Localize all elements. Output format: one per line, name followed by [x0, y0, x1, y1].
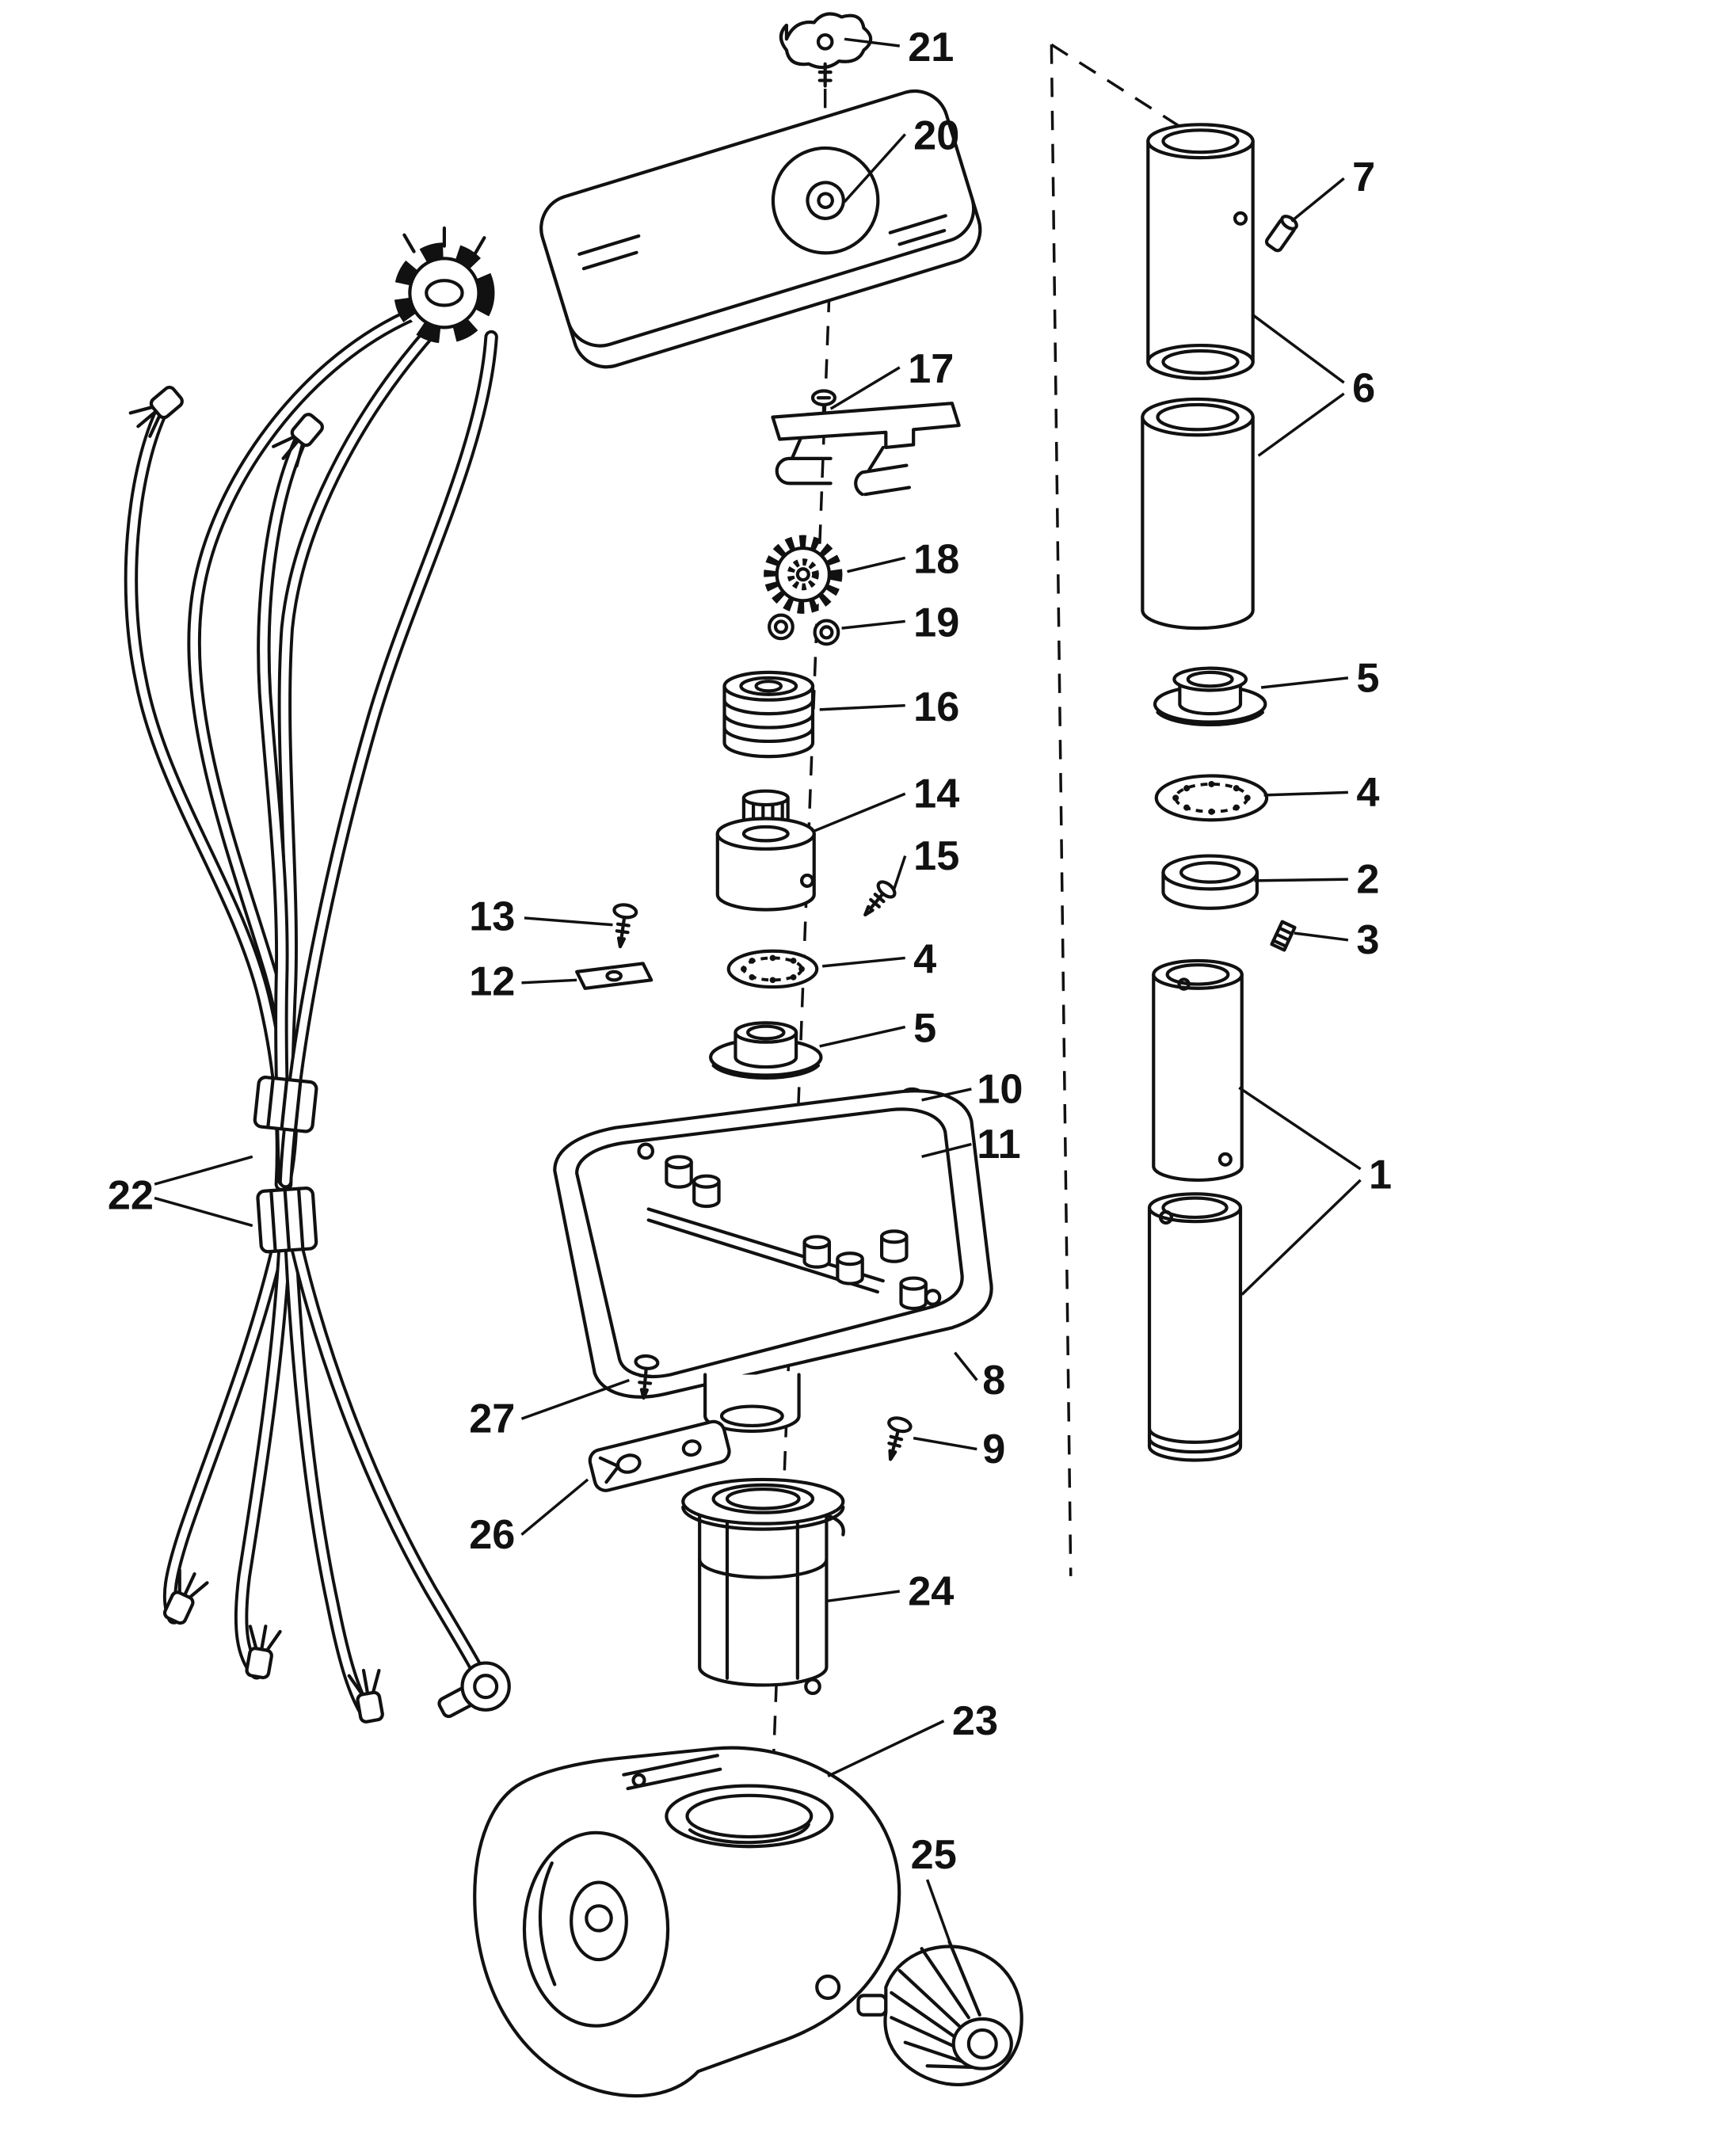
callout-7: 7	[1352, 154, 1375, 200]
callout-12: 12	[469, 958, 515, 1004]
part-1-upper-tube	[1152, 958, 1244, 1182]
callout-17: 17	[908, 346, 954, 392]
callout-21: 21	[908, 25, 954, 70]
part-4-center-bearing-retainer	[726, 949, 819, 989]
part-3-set-screw	[1270, 920, 1297, 952]
callout-26: 26	[469, 1512, 515, 1558]
callout-8: 8	[982, 1358, 1005, 1404]
terminal-clip	[162, 1568, 209, 1625]
callout-9: 9	[982, 1427, 1005, 1472]
callout-18: 18	[913, 536, 959, 582]
part-23-gear-housing	[473, 1746, 901, 2098]
callout-13: 13	[469, 894, 515, 940]
tape-wrap-lower	[256, 1187, 318, 1254]
part-26-plate	[588, 1419, 731, 1492]
callout-11: 11	[977, 1122, 1020, 1168]
callout-4-right: 4	[1356, 770, 1379, 816]
connector-block	[394, 226, 495, 344]
part-16-drive-coupler	[722, 670, 815, 759]
part-21-knob	[779, 12, 873, 88]
part-17-bracket	[771, 389, 961, 497]
part-19-nuts	[768, 613, 840, 646]
part-20-cover	[539, 89, 982, 369]
part-5-right-bushing	[1153, 666, 1267, 727]
part-25-prop-knob	[856, 1940, 1023, 2086]
callout-25: 25	[911, 1832, 957, 1878]
callout-10: 10	[977, 1066, 1023, 1112]
part-8-lower-housing	[553, 1089, 993, 1434]
part-7-pin	[1264, 215, 1298, 253]
part-4-right-bearing-retainer	[1154, 774, 1269, 822]
callout-2: 2	[1356, 857, 1379, 903]
part-15-screw	[863, 880, 897, 917]
tape-wrap-upper	[253, 1076, 318, 1133]
part-1-lower-tube	[1147, 1192, 1243, 1462]
part-27-screw	[634, 1354, 660, 1400]
callout-19: 19	[913, 600, 959, 646]
callout-5-right: 5	[1356, 655, 1379, 701]
part-2-collar	[1161, 854, 1259, 910]
wiring-harness	[124, 226, 659, 1724]
terminal-clip	[128, 385, 184, 438]
callout-16: 16	[913, 684, 959, 730]
callouts: 21 20 17 18 19 16 14 15 13 12 4 5 10 11 …	[108, 25, 1392, 1878]
terminal-clip	[347, 1668, 384, 1724]
leader-lines	[154, 37, 1362, 1949]
callout-1: 1	[1369, 1152, 1392, 1198]
callout-20: 20	[913, 113, 959, 159]
part-9-screw	[887, 1416, 913, 1461]
callout-14: 14	[913, 771, 959, 817]
callout-27: 27	[469, 1396, 515, 1442]
callout-15: 15	[913, 833, 959, 879]
callout-23: 23	[952, 1698, 998, 1744]
part-14-armature-cylinder	[715, 789, 816, 912]
terminal-clip	[272, 413, 324, 468]
callout-4-center: 4	[913, 937, 936, 983]
terminal-clip	[245, 1625, 282, 1680]
part-6-lower-tube	[1141, 397, 1255, 630]
callout-24: 24	[908, 1568, 954, 1614]
part-24-motor	[681, 1477, 845, 1695]
callout-6: 6	[1352, 365, 1375, 411]
callout-3: 3	[1356, 917, 1379, 963]
ring-terminal	[437, 1661, 511, 1719]
callout-22: 22	[108, 1172, 154, 1218]
callout-5-center: 5	[913, 1006, 936, 1052]
part-13-screw	[612, 903, 638, 949]
part-6-upper-tube	[1146, 123, 1255, 380]
part-12-plate	[575, 962, 654, 990]
part-5-center-bushing	[709, 1021, 823, 1080]
part-18-gear	[764, 535, 843, 614]
